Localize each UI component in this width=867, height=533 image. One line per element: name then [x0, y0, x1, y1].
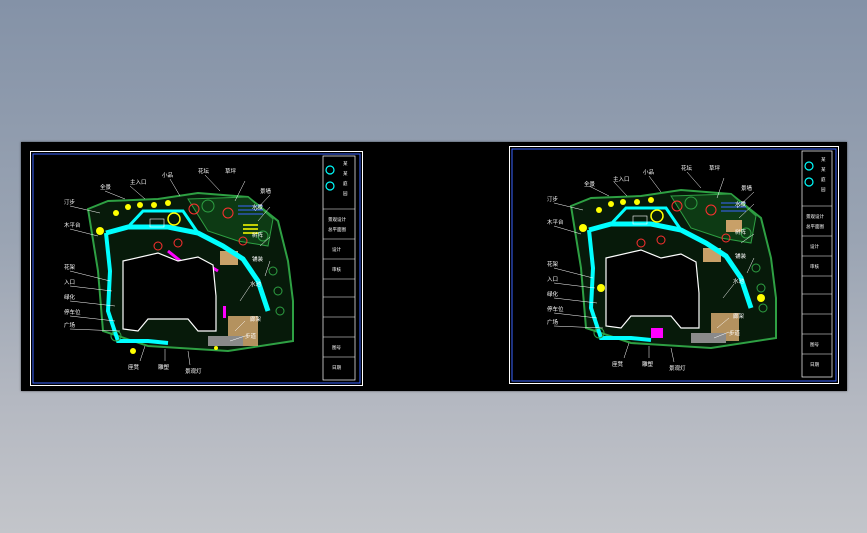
site-plan [86, 191, 294, 354]
plan-label: 水景 [252, 203, 264, 211]
plan-label: 木平台 [64, 221, 81, 229]
plan-label: 廊架 [250, 315, 262, 323]
plan-label: 小品 [643, 168, 655, 176]
tb-char: 某 [821, 157, 826, 163]
tb-text: 景观设计 [806, 213, 824, 220]
logo-icon [804, 161, 814, 171]
tb-char: 庭 [821, 176, 826, 183]
plan-label: 全景 [584, 180, 596, 188]
plaza-circle [167, 212, 181, 226]
pink-feature [651, 328, 663, 338]
plan-label: 步道 [729, 329, 741, 337]
tb-text: 景观设计 [328, 216, 346, 223]
plan-label: 草坪 [225, 167, 237, 175]
plan-label: 主入口 [130, 178, 147, 186]
water-channel [588, 221, 754, 309]
logo-icon [325, 181, 335, 191]
tb-char: 园 [343, 191, 348, 197]
plan-label: 汀步 [64, 199, 76, 206]
plan-label: 停车位 [547, 305, 564, 313]
plan-label: 入口 [547, 276, 558, 283]
plan-label: 水池 [250, 280, 262, 288]
plan-label: 廊架 [733, 312, 745, 320]
water-channel [105, 224, 271, 312]
tb-text: 图号 [810, 342, 819, 348]
tb-text: 图号 [332, 345, 341, 351]
plan-label: 广场 [547, 318, 559, 326]
plan-label: 小品 [162, 171, 174, 179]
inner-frame [32, 153, 361, 384]
paving-strip [691, 333, 726, 343]
plan-label: 步道 [245, 332, 257, 340]
plan-label: 停车位 [64, 308, 81, 316]
title-block [801, 150, 833, 378]
plan-label: 主入口 [613, 175, 630, 183]
logo-icon [804, 177, 814, 187]
tb-text: 日期 [810, 362, 819, 368]
title-block [322, 155, 356, 381]
right-drawing: 某 某 庭 园 景观设计 总平面图 设计 审核 图号 日期 [509, 146, 839, 384]
side-path [587, 229, 652, 342]
left-sheet[interactable]: 某 某 庭 园 景观设计 总平面图 设计 审核 图号 日期 [30, 151, 363, 386]
leader-lines [553, 171, 755, 363]
logo-icon [325, 165, 335, 175]
plan-label: 铺装 [735, 252, 747, 260]
plaza-circle [650, 209, 664, 223]
plan-label: 铺装 [252, 255, 264, 263]
plan-label: 景墙 [260, 187, 272, 195]
tb-char: 庭 [343, 180, 348, 187]
plan-label: 景墙 [741, 184, 753, 192]
paving-strip [208, 336, 243, 346]
model-space[interactable]: 某 某 庭 园 景观设计 总平面图 设计 审核 图号 日期 [21, 142, 847, 391]
tb-text: 日期 [332, 365, 341, 371]
building-outline [122, 252, 217, 332]
right-sheet[interactable]: 某 某 庭 园 景观设计 总平面图 设计 审核 图号 日期 [509, 146, 839, 384]
plan-label: 草坪 [709, 164, 721, 172]
site-plan [569, 188, 777, 350]
tb-char: 园 [821, 187, 826, 193]
plan-label: 雕塑 [642, 360, 654, 368]
plan-label: 景观灯 [185, 367, 202, 375]
left-drawing: 某 某 庭 园 景观设计 总平面图 设计 审核 图号 日期 [30, 151, 363, 386]
plan-label: 汀步 [547, 196, 559, 203]
outer-frame [30, 151, 363, 386]
plan-label: 景观灯 [669, 364, 686, 372]
plan-label: 座凳 [128, 363, 140, 371]
outer-frame [509, 146, 839, 384]
plan-label: 花坛 [198, 167, 210, 175]
tb-char: 某 [343, 161, 348, 167]
plan-label: 树阵 [735, 228, 747, 236]
plan-label: 花坛 [681, 164, 693, 172]
tb-text: 设计 [332, 246, 341, 253]
plan-label: 水景 [735, 200, 747, 208]
plan-label: 雕塑 [158, 363, 170, 371]
building-outline [605, 249, 700, 329]
plan-label: 绿化 [64, 293, 76, 301]
side-path [104, 232, 169, 345]
plan-label: 入口 [64, 279, 75, 286]
leader-lines [69, 174, 271, 366]
plan-label: 座凳 [612, 360, 624, 368]
plan-label: 绿化 [547, 290, 559, 298]
plan-label: 木平台 [547, 218, 564, 226]
tb-text: 总平面图 [328, 226, 346, 233]
tb-text: 审核 [332, 266, 341, 273]
plan-label: 树阵 [252, 231, 264, 239]
tb-char: 某 [343, 171, 348, 177]
tb-text: 审核 [810, 263, 819, 270]
tb-char: 某 [821, 167, 826, 173]
plan-label: 花架 [64, 263, 76, 271]
tb-text: 总平面图 [806, 223, 824, 230]
inner-frame [511, 148, 837, 382]
plan-label: 全景 [100, 183, 112, 191]
plan-label: 花架 [547, 260, 559, 268]
plan-label: 广场 [64, 321, 76, 329]
tb-text: 设计 [810, 243, 819, 250]
plan-label: 水池 [733, 277, 745, 285]
